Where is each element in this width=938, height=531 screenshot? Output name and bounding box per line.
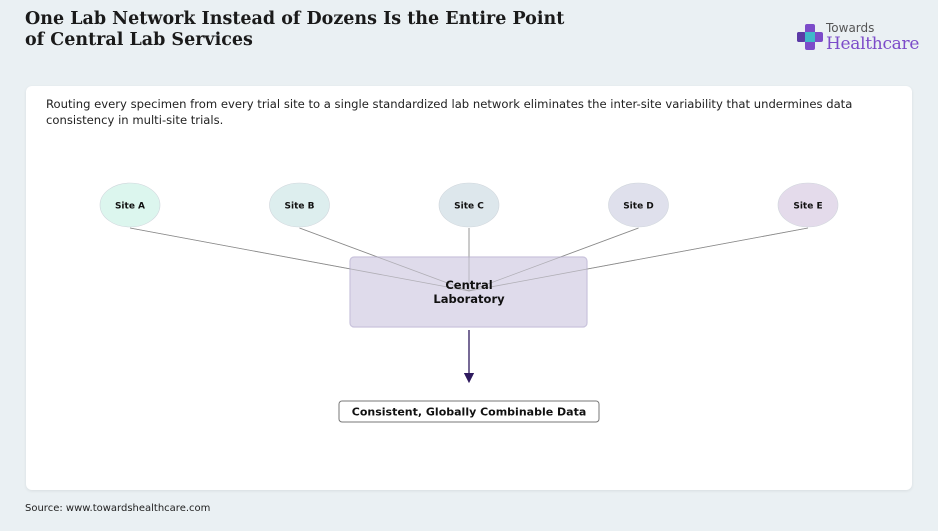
central-lab-label-line1: Central xyxy=(445,278,492,292)
site-node xyxy=(608,182,669,228)
site-label: Site E xyxy=(793,202,822,212)
output-box xyxy=(338,400,600,423)
description-text: Routing every specimen from every trial … xyxy=(46,97,853,127)
site-label: Site C xyxy=(454,202,484,212)
central-lab-box xyxy=(349,256,588,328)
towards-healthcare-logo: Towards Healthcare xyxy=(796,20,926,60)
page-title: One Lab Network Instead of Dozens Is the… xyxy=(25,9,565,50)
site-node xyxy=(269,182,330,228)
logo-text-towards: Towards xyxy=(826,21,875,35)
site-label: Site B xyxy=(285,202,315,212)
central-lab-label-line2: Laboratory xyxy=(433,292,505,306)
output-label: Consistent, Globally Combinable Data xyxy=(352,406,587,419)
source-note: Source: www.towardshealthcare.com xyxy=(25,503,211,514)
medical-cross-icon xyxy=(797,24,823,50)
logo-text-healthcare: Healthcare xyxy=(826,34,920,54)
site-connector-line xyxy=(468,227,809,292)
site-label: Site A xyxy=(115,202,145,212)
site-connector-line xyxy=(299,227,470,292)
site-label: Site D xyxy=(623,202,654,212)
site-node xyxy=(777,182,839,228)
site-connector-line xyxy=(468,227,639,292)
site-node xyxy=(99,182,161,228)
site-node xyxy=(438,182,500,228)
site-connector-line xyxy=(129,227,470,292)
